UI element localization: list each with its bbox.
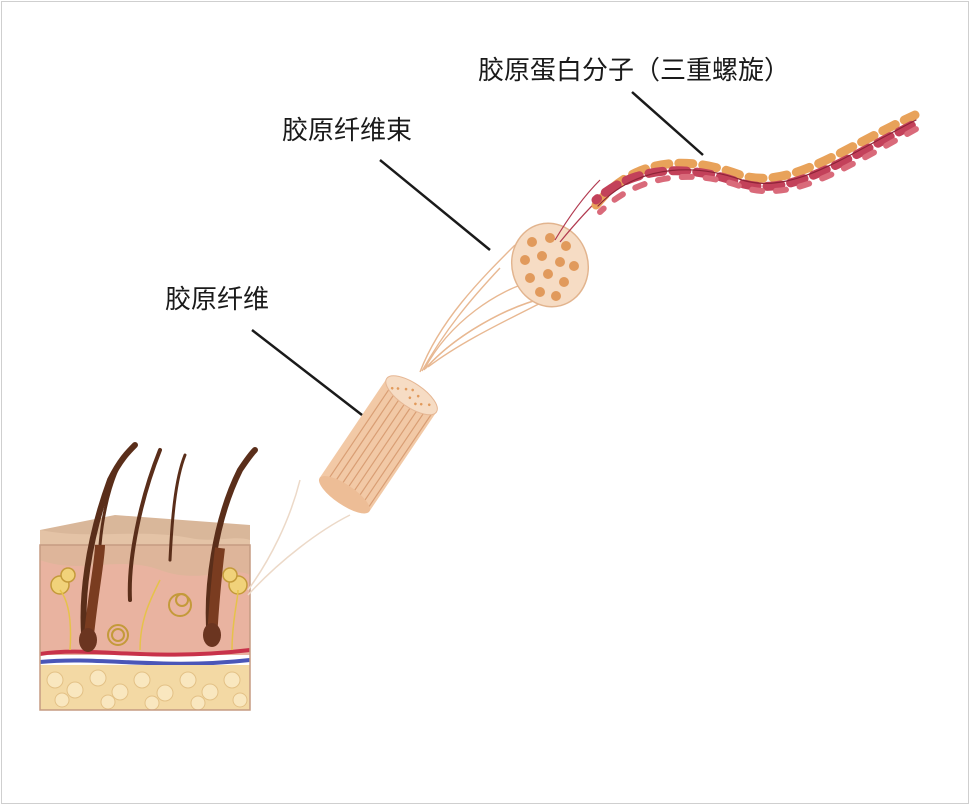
triple-helix-icon [591,110,923,215]
label-collagen-fiber-bundle: 胶原纤维束 [282,116,413,146]
fiber-bundle-icon [510,222,590,308]
label-collagen-fiber: 胶原纤维 [165,285,270,315]
collagen-fiber-icon [318,375,438,514]
hair-follicle-icon [79,442,258,652]
label-collagen-molecule: 胶原蛋白分子（三重螺旋） [478,56,791,86]
label-leader-lines [251,91,704,416]
connector-lines [247,479,351,596]
skin-cross-section-icon [39,442,258,711]
